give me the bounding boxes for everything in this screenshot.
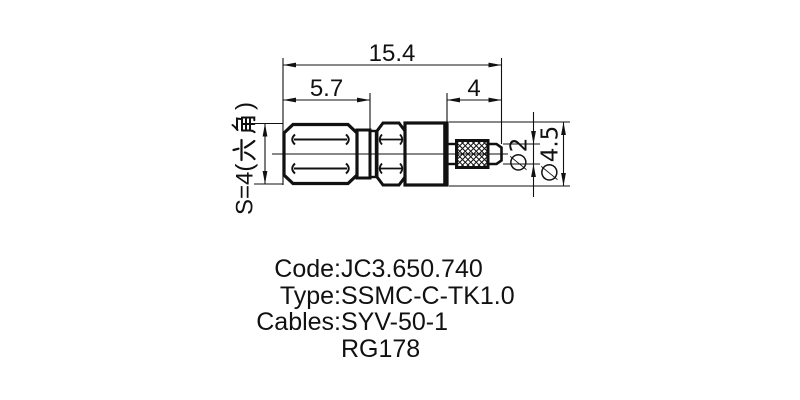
connector-body [282,121,503,187]
hex-label-prefix: S=4( [232,164,259,215]
spec-label-type: Type: [279,281,341,310]
hex-chamfer-arc [291,133,296,146]
spec-label-blank [200,336,341,363]
hex-nut-chamfer-arc [399,162,404,175]
spec-label-cables: Cables: [256,308,341,336]
arrow-icon [531,131,536,144]
hex-nut-chamfer-arc [378,162,383,175]
arrow-icon [283,97,296,103]
arrowheads [262,62,566,186]
cjk-character-jiao-icon [231,116,256,134]
hex-across-flats-label: S=4( ) [231,102,259,215]
spec-value-code: JC3.650.740 [341,255,483,283]
dimension-overall-length-label: 15.4 [369,40,416,67]
dimension-inner-diameter-label: ∅2 [507,138,533,173]
arrow-icon [488,62,502,68]
dimension-outer-diameter-label: ∅4.5 [538,126,564,183]
dimension-body-length-label: 5.7 [310,75,343,102]
svg-text:∅4.5: ∅4.5 [538,126,564,183]
arrow-icon [531,164,536,177]
spec-value-cables: SYV-50-1 [341,308,449,336]
hex-label-suffix: ) [232,102,259,110]
arrow-icon [561,173,566,186]
arrow-icon [283,62,296,68]
spec-value-type: SSMC-C-TK1.0 [341,281,515,310]
arrow-icon [561,122,566,135]
spec-value-cable2: RG178 [341,334,421,363]
cylinder-body [403,121,449,187]
hex-chamfer-arc [345,133,350,146]
hex-nut-chamfer-arc [378,133,383,146]
hex-nut-chamfer-arc [399,133,404,146]
spec-text-block: Code: JC3.650.740 Type: SSMC-C-TK1.0 Cab… [200,255,515,363]
hex-chamfer-arc [345,162,350,175]
crimp-tip [486,142,503,166]
knurl-crosshatch-pattern [458,142,487,166]
arrow-icon [447,97,460,103]
arrow-icon [262,171,268,184]
dimension-crimp-length-label: 4 [467,75,480,102]
arrow-icon [488,97,502,103]
spec-label-code: Code: [274,255,341,283]
arrow-icon [357,97,370,103]
svg-text:∅2: ∅2 [507,138,533,173]
arrow-icon [262,123,268,137]
cjk-character-liu-icon [232,138,256,162]
hex-chamfer-arc [291,162,296,175]
